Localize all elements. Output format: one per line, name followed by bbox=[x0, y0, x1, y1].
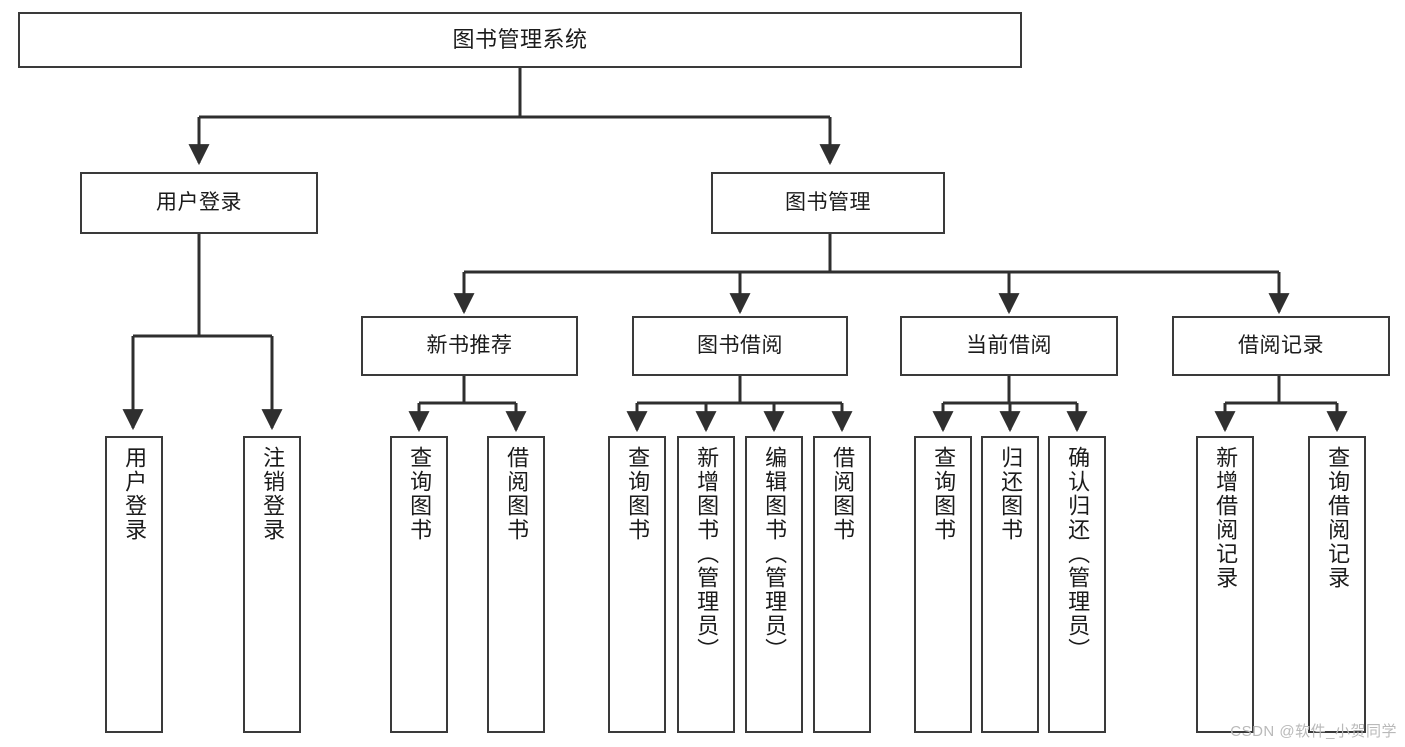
node-label: 新增图书（管理员） bbox=[694, 446, 720, 662]
node-user-login[interactable]: 用户登录 bbox=[80, 172, 318, 234]
node-label: 借阅记录 bbox=[1238, 334, 1324, 358]
node-book-management[interactable]: 图书管理 bbox=[711, 172, 945, 234]
node-label: 确认归还（管理员） bbox=[1065, 446, 1091, 662]
node-current-borrow[interactable]: 当前借阅 bbox=[900, 316, 1118, 376]
node-label: 借阅图书 bbox=[504, 446, 530, 542]
node-label: 注销登录 bbox=[260, 446, 286, 542]
node-label: 新增借阅记录 bbox=[1213, 446, 1239, 590]
leaf-current-borrow-query-book[interactable]: 查询图书 bbox=[914, 436, 972, 733]
leaf-book-borrow-edit-book-admin[interactable]: 编辑图书（管理员） bbox=[745, 436, 803, 733]
node-label: 用户登录 bbox=[122, 446, 148, 542]
node-label: 图书管理 bbox=[785, 191, 871, 215]
leaf-book-borrow-borrow-book[interactable]: 借阅图书 bbox=[813, 436, 871, 733]
node-label: 归还图书 bbox=[998, 446, 1024, 542]
node-label: 编辑图书（管理员） bbox=[762, 446, 788, 662]
node-label: 图书管理系统 bbox=[452, 26, 588, 52]
node-root-book-management-system[interactable]: 图书管理系统 bbox=[18, 12, 1022, 68]
leaf-current-borrow-return-book[interactable]: 归还图书 bbox=[981, 436, 1039, 733]
node-label: 借阅图书 bbox=[830, 446, 856, 542]
node-label: 查询图书 bbox=[407, 446, 433, 542]
node-label: 新书推荐 bbox=[426, 334, 513, 358]
node-new-book-recommend[interactable]: 新书推荐 bbox=[361, 316, 578, 376]
node-book-borrow[interactable]: 图书借阅 bbox=[632, 316, 848, 376]
leaf-book-borrow-add-book-admin[interactable]: 新增图书（管理员） bbox=[677, 436, 735, 733]
node-label: 查询图书 bbox=[931, 446, 957, 542]
node-label: 当前借阅 bbox=[966, 334, 1052, 358]
node-label: 图书借阅 bbox=[697, 334, 783, 358]
watermark-text: CSDN @软件_小贺同学 bbox=[1230, 723, 1397, 740]
leaf-borrow-record-query-record[interactable]: 查询借阅记录 bbox=[1308, 436, 1366, 733]
leaf-new-book-borrow-book[interactable]: 借阅图书 bbox=[487, 436, 545, 733]
leaf-user-login-logout[interactable]: 注销登录 bbox=[243, 436, 301, 733]
leaf-book-borrow-query-book[interactable]: 查询图书 bbox=[608, 436, 666, 733]
node-label: 用户登录 bbox=[156, 191, 242, 215]
node-label: 查询借阅记录 bbox=[1325, 446, 1351, 590]
leaf-user-login-login[interactable]: 用户登录 bbox=[105, 436, 163, 733]
leaf-new-book-query-book[interactable]: 查询图书 bbox=[390, 436, 448, 733]
node-label: 查询图书 bbox=[625, 446, 651, 542]
leaf-borrow-record-add-record[interactable]: 新增借阅记录 bbox=[1196, 436, 1254, 733]
leaf-current-borrow-confirm-return-admin[interactable]: 确认归还（管理员） bbox=[1048, 436, 1106, 733]
node-borrow-record[interactable]: 借阅记录 bbox=[1172, 316, 1390, 376]
